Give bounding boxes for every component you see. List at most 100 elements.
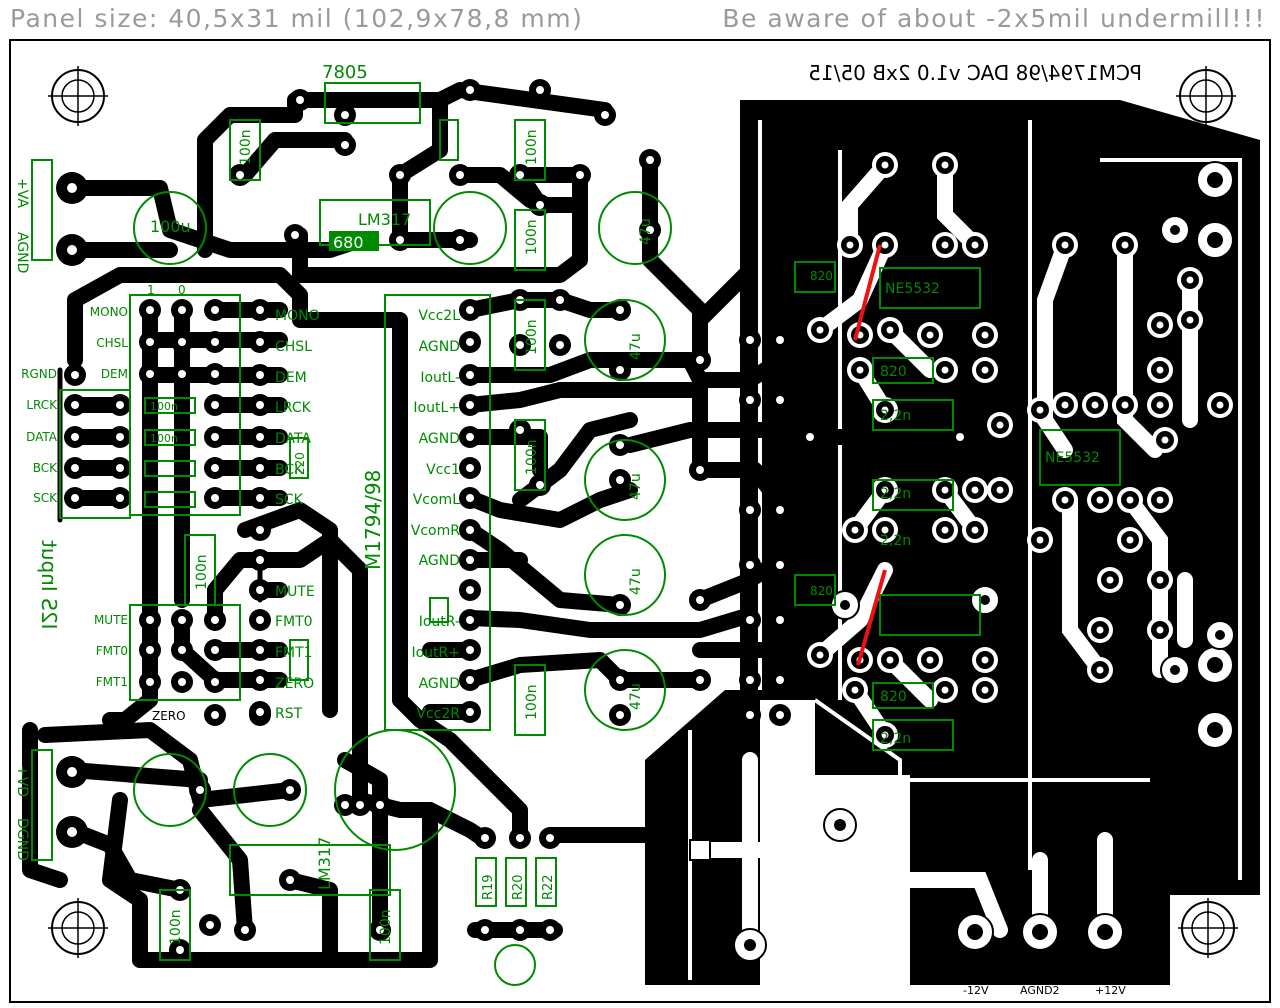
pad-drill [616, 441, 624, 449]
pad-drill [146, 338, 154, 346]
pad-drill [926, 331, 934, 339]
pad-drill [256, 371, 264, 379]
svg-text:MUTE: MUTE [275, 584, 315, 600]
pad-drill [956, 433, 964, 441]
misc-pads [689, 839, 711, 861]
pad-drill [881, 731, 889, 739]
pad-drill [616, 676, 624, 684]
wire-jumper-2 [856, 569, 887, 666]
pad-drill [1156, 576, 1164, 584]
svg-text:100n: 100n [524, 439, 540, 475]
power-label-agnd: AGND [14, 232, 30, 273]
pad-drill [256, 401, 264, 409]
pad-drill [776, 676, 784, 684]
pad-drill [466, 586, 474, 594]
pad-drill [886, 326, 894, 334]
pad-drill [941, 526, 949, 534]
pad-drill [616, 711, 624, 719]
pad-drill [466, 433, 474, 441]
pad-drill [806, 433, 814, 441]
pad-drill [816, 326, 824, 334]
pad-drill [646, 156, 654, 164]
pad-drill [546, 834, 554, 842]
pad-drill [971, 241, 979, 249]
pad-drill [1156, 401, 1164, 409]
pad-drill [146, 678, 154, 686]
svg-text:2,2n: 2,2n [880, 731, 911, 747]
jumper-col-1: 1 [147, 283, 155, 297]
pad-drill [616, 601, 624, 609]
pad-drill [881, 406, 889, 414]
svg-text:CHSL: CHSL [275, 339, 312, 355]
pad-drill [178, 616, 186, 624]
pad-drill [211, 433, 219, 441]
pad-drill [296, 96, 304, 104]
svg-text:2,2n: 2,2n [880, 486, 911, 502]
pad-drill [881, 526, 889, 534]
pad-drill [178, 338, 186, 346]
pad-drill [466, 646, 474, 654]
pad-drill [996, 421, 1004, 429]
pad-drill [851, 686, 859, 694]
svg-text:BCK: BCK [33, 461, 58, 475]
svg-text:820: 820 [880, 364, 907, 380]
regulator-7805-label: 7805 [322, 62, 368, 83]
pad-drill [881, 161, 889, 169]
pad-drill [256, 494, 264, 502]
pad-drill [536, 481, 544, 489]
svg-text:AGND: AGND [419, 339, 460, 355]
mount-hole-br [1177, 897, 1239, 959]
pad-drill [206, 921, 214, 929]
svg-text:820: 820 [810, 584, 833, 598]
pad-drill [746, 676, 754, 684]
pad-drill [466, 371, 474, 379]
resistor-680: 680 [330, 232, 378, 252]
chip-left-pin-labels: MONO CHSL DEM LRCK DATA BCK SCK MUTE FMT… [275, 308, 320, 722]
pad-drill [646, 226, 654, 234]
pad-drill [556, 341, 564, 349]
pad-drill [1106, 576, 1114, 584]
pad-drill [396, 171, 404, 179]
pad-drill [881, 241, 889, 249]
pad-drill [236, 171, 244, 179]
svg-text:100n: 100n [378, 909, 394, 945]
svg-text:AGND2: AGND2 [1020, 984, 1060, 997]
pad-drill [466, 86, 474, 94]
svg-text:100n: 100n [238, 129, 254, 165]
chip-right-pin-labels: Vcc2L AGND IoutL- IoutL+ AGND Vcc1 VcomL… [411, 308, 460, 722]
terminal-pads [56, 161, 1235, 962]
pad-drill [116, 464, 124, 472]
supply-output-labels: -12V AGND2 +12V [963, 984, 1126, 997]
pad-drill [71, 401, 79, 409]
svg-text:FMT1: FMT1 [96, 675, 128, 689]
svg-text:-12V: -12V [963, 984, 989, 997]
pad-drill [546, 926, 554, 934]
pad-drill [256, 556, 264, 564]
svg-text:AGND: AGND [419, 676, 460, 692]
pad-drill [696, 356, 704, 364]
pad-drill [971, 486, 979, 494]
pad-drill [886, 656, 894, 664]
pad-drill [516, 426, 524, 434]
svg-text:RST: RST [275, 706, 303, 722]
pad-drill [696, 596, 704, 604]
pad-drill [746, 711, 754, 719]
pad-drill [178, 678, 186, 686]
pad-drill [776, 616, 784, 624]
svg-text:FMT0: FMT0 [275, 614, 313, 630]
svg-text:47u: 47u [628, 568, 644, 595]
power-label-dgnd: DGND [14, 818, 30, 861]
svg-text:R22: R22 [541, 874, 556, 900]
pad-drill [846, 241, 854, 249]
resistor-labels-bottom: R19 R20 R22 [481, 874, 556, 900]
svg-text:IoutR+: IoutR+ [411, 645, 460, 661]
svg-text:100n: 100n [150, 432, 178, 445]
pad-drill [746, 506, 754, 514]
pad-drill [116, 494, 124, 502]
svg-text:220: 220 [293, 452, 307, 475]
pad-drill [356, 801, 364, 809]
svg-text:MUTE: MUTE [94, 613, 128, 627]
header-bar: Panel size: 40,5x31 mil (102,9x78,8 mm) … [0, 0, 1280, 38]
pad-drill [556, 296, 564, 304]
power-label-vd: +VD [14, 765, 30, 797]
